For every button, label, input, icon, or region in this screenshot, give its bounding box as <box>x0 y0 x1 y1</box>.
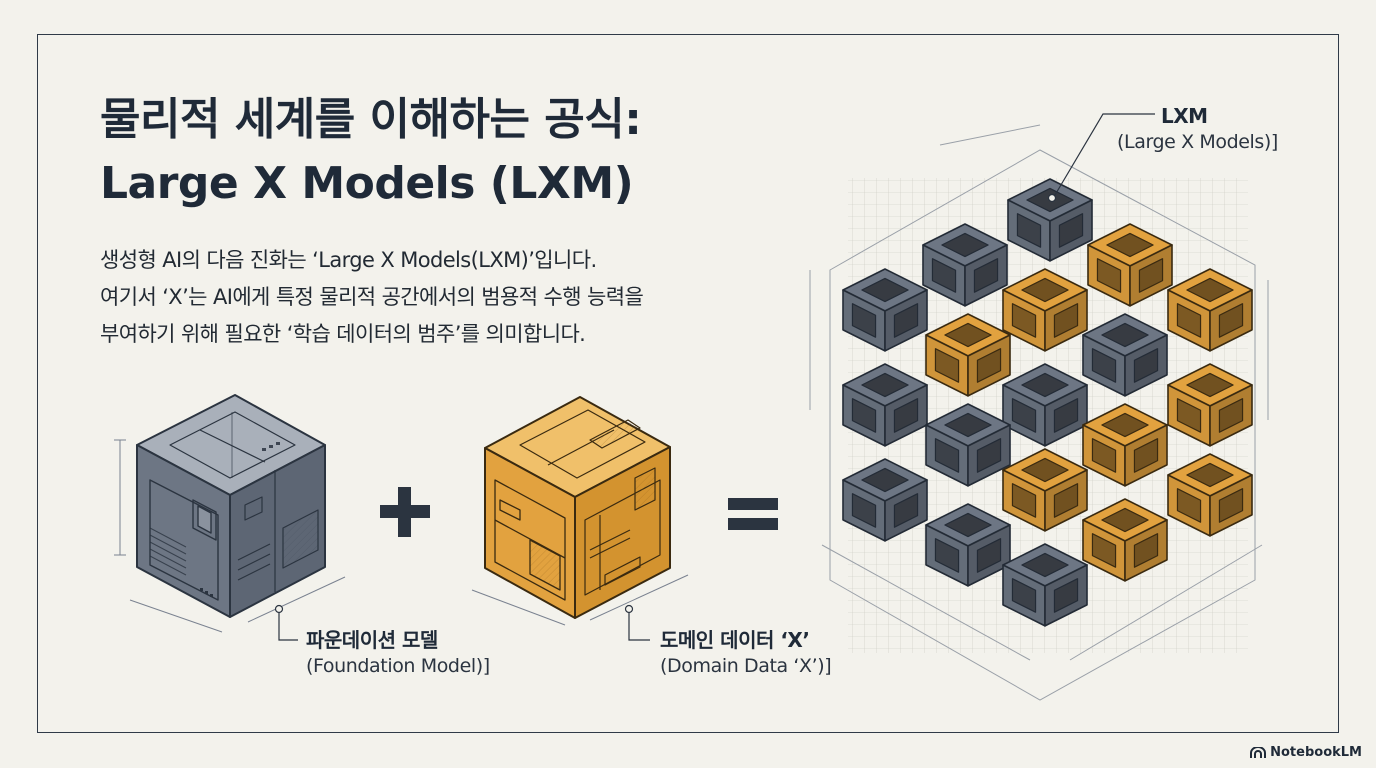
lxm-frame <box>922 223 1008 307</box>
lxm-frame <box>1167 268 1253 352</box>
lxm-frame <box>1082 403 1168 487</box>
lxm-frame <box>1087 223 1173 307</box>
foundation-model-label: 파운데이션 모델 (Foundation Model)] <box>306 627 490 679</box>
foundation-model-label-korean: 파운데이션 모델 <box>306 628 438 652</box>
lxm-frame <box>925 503 1011 587</box>
domain-data-label-korean: 도메인 데이터 ‘X’ <box>660 628 810 652</box>
lxm-frame <box>842 363 928 447</box>
brand-name: NotebookLM <box>1270 745 1362 760</box>
foundation-model-label-english: (Foundation Model)] <box>306 655 490 677</box>
lxm-frame <box>1082 313 1168 397</box>
lxm-frame <box>1002 268 1088 352</box>
lxm-frame <box>1167 363 1253 447</box>
lxm-frame <box>1082 498 1168 582</box>
title-line-1: 물리적 세계를 이해하는 공식: <box>100 94 642 145</box>
title-line-2: Large X Models (LXM) <box>100 158 634 209</box>
plus-sign <box>380 487 430 537</box>
lxm-frame <box>1167 453 1253 537</box>
lxm-frame <box>1002 448 1088 532</box>
brand-watermark: NotebookLM <box>1250 745 1362 760</box>
description: 생성형 AI의 다음 진화는 ‘Large X Models(LXM)’입니다.… <box>100 242 644 353</box>
foundation-model-cube <box>114 394 346 633</box>
domain-data-label-english: (Domain Data ‘X’)] <box>660 655 832 677</box>
lxm-label-name: LXM <box>1161 104 1208 128</box>
domain-data-cube <box>471 396 689 626</box>
lxm-frame <box>925 313 1011 397</box>
description-line-2: 여기서 ‘X’는 AI에게 특정 물리적 공간에서의 범용적 수행 능력을 <box>100 285 644 309</box>
lxm-frame <box>1002 543 1088 627</box>
content-frame <box>37 34 1339 733</box>
page-title: 물리적 세계를 이해하는 공식: Large X Models (LXM) <box>100 88 642 216</box>
lxm-frame <box>842 268 928 352</box>
domain-data-label: 도메인 데이터 ‘X’ (Domain Data ‘X’)] <box>660 627 832 679</box>
lxm-frame <box>925 403 1011 487</box>
lxm-structure <box>809 124 1269 701</box>
lxm-frame <box>1002 363 1088 447</box>
description-line-1: 생성형 AI의 다음 진화는 ‘Large X Models(LXM)’입니다. <box>100 248 597 272</box>
lxm-label-english: (Large X Models)] <box>1117 131 1278 153</box>
equals-sign <box>728 498 778 530</box>
lxm-label: LXM (Large X Models)] <box>1117 103 1278 155</box>
lxm-frame <box>842 458 928 542</box>
notebooklm-logo-icon <box>1250 746 1267 758</box>
leader-lines <box>274 113 1155 641</box>
description-line-3: 부여하기 위해 필요한 ‘학습 데이터의 범주’를 의미합니다. <box>100 322 586 346</box>
